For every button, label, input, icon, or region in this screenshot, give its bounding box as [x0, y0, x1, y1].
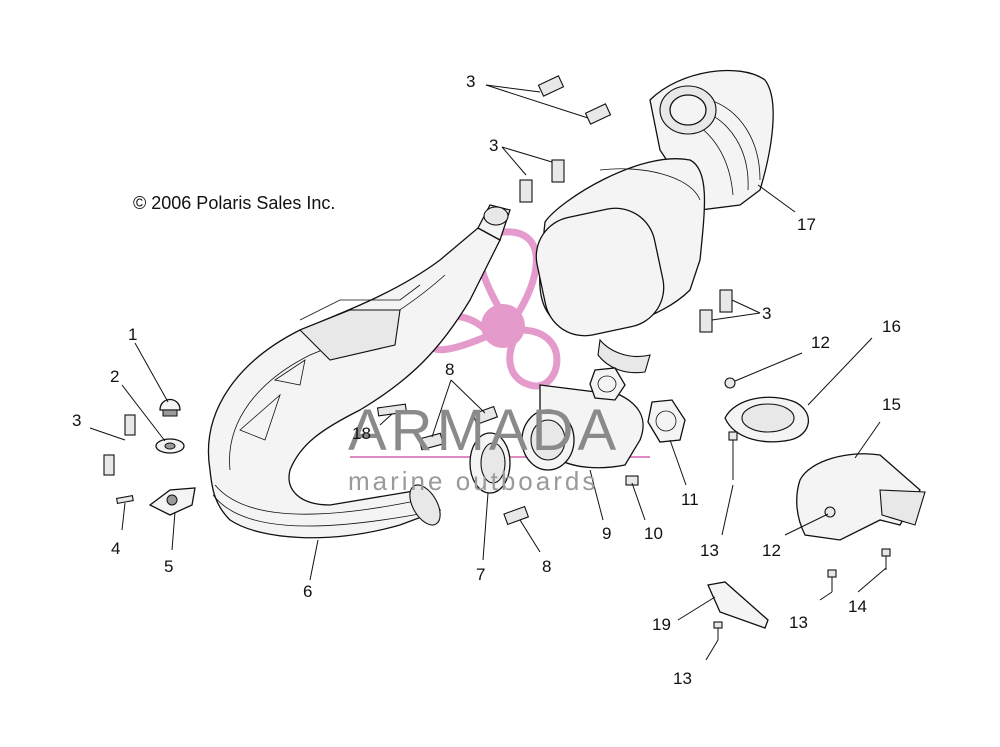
callout-11: 11: [681, 490, 699, 509]
callout-3-right: 3: [762, 304, 771, 323]
part-16-seal-plate: [724, 396, 810, 443]
fastener-hardware: [713, 377, 891, 640]
callout-2: 2: [110, 367, 119, 386]
copyright-notice: © 2006 Polaris Sales Inc.: [133, 193, 335, 213]
part-19-bracket: [707, 581, 769, 629]
callout-12-top: 12: [811, 333, 830, 352]
watermark-tagline: marine outboards: [348, 466, 598, 496]
callout-5: 5: [164, 557, 173, 576]
callout-7: 7: [476, 565, 485, 584]
part-6-expansion-chamber: [207, 204, 511, 539]
leader-lines: [89, 84, 887, 661]
callout-6: 6: [303, 582, 312, 601]
callout-1: 1: [128, 325, 137, 344]
callout-18: 18: [352, 424, 371, 443]
callout-10: 10: [644, 524, 663, 543]
part-1-cap: [159, 398, 181, 417]
callout-13-right: 13: [789, 613, 808, 632]
callout-9: 9: [602, 524, 611, 543]
callout-13-bottom: 13: [673, 669, 692, 688]
part-15-heat-shield: [796, 453, 926, 541]
callout-4: 4: [111, 539, 120, 558]
part-9-manifold: [521, 384, 644, 471]
callout-8-bottom: 8: [542, 557, 551, 576]
watermark-brand: ARMADA: [348, 398, 620, 463]
part-2-washer: [155, 438, 185, 454]
callout-17: 17: [797, 215, 816, 234]
callout-3-upper: 3: [489, 136, 498, 155]
callout-12-bottom: 12: [762, 541, 781, 560]
callout-3: 3: [72, 411, 81, 430]
callout-14: 14: [848, 597, 867, 616]
callout-3-top: 3: [466, 72, 475, 91]
callout-16: 16: [882, 317, 901, 336]
part-17-exhaust-box: [535, 69, 774, 374]
callout-19: 19: [652, 615, 671, 634]
part-11-gasket: [589, 367, 686, 443]
callout-8-top: 8: [445, 360, 454, 379]
part-5-mount: [148, 487, 196, 516]
spring-hardware: [103, 75, 733, 526]
callout-13-center: 13: [700, 541, 719, 560]
part-4-screw: [115, 495, 134, 504]
callout-15: 15: [882, 395, 901, 414]
part-7-coupler: [469, 432, 511, 494]
part-18-stud: [376, 403, 408, 417]
